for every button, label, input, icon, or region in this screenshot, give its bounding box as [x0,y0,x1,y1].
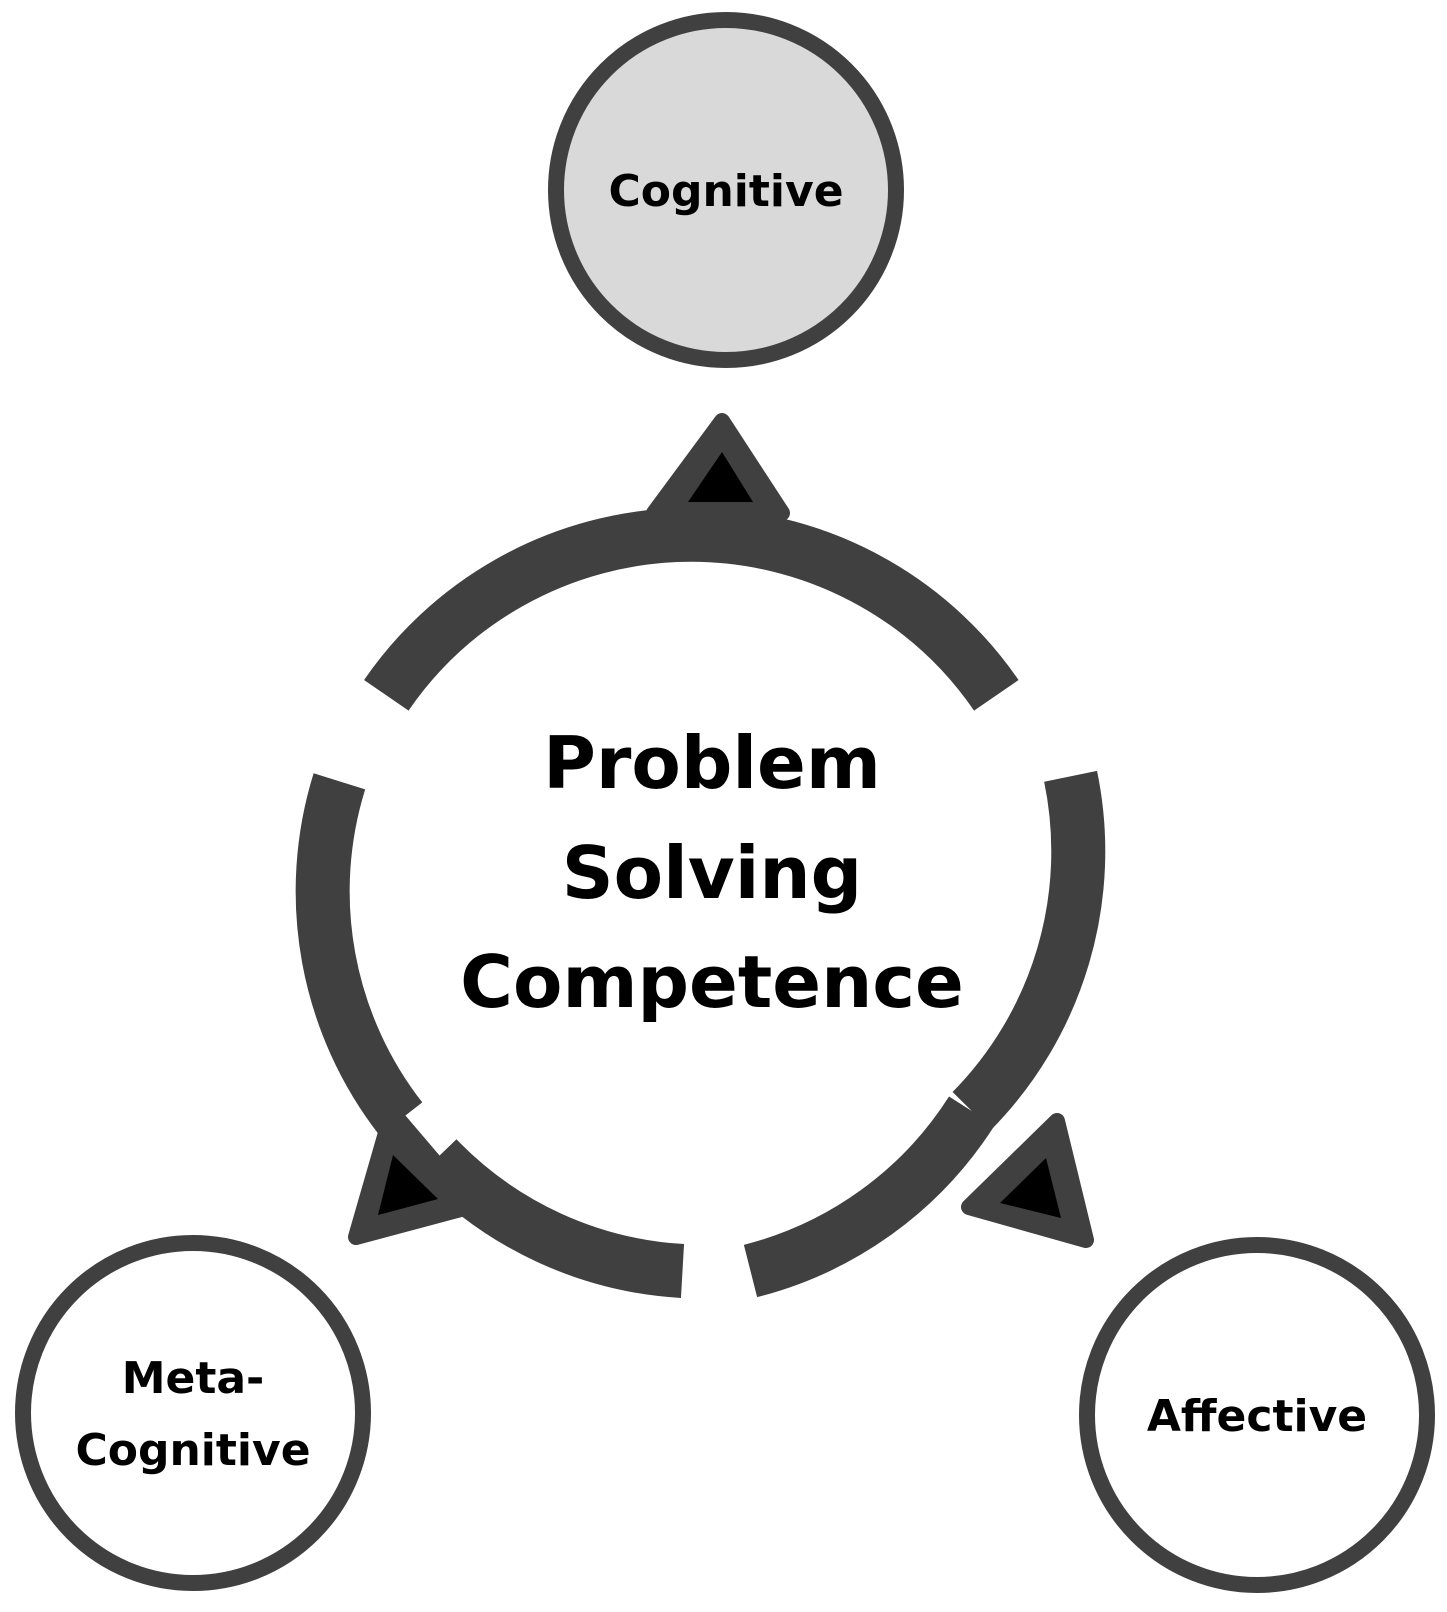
center-label: Problem Solving Competence [460,721,964,1024]
affective-label: Affective [1147,1391,1367,1442]
arrowheads [348,413,1094,1248]
central-ring [295,507,1106,1298]
cognitive-circle [548,12,904,368]
center-line-3: Competence [460,940,964,1024]
arrow-to-affective [961,1113,1094,1248]
metacognitive-line-1: Meta- [122,1353,265,1404]
affective-node: Affective [1079,1237,1435,1593]
ring-segment-top [364,507,1019,711]
ring-segment-bottom-right [743,1096,995,1298]
ring-segment-right [952,770,1106,1130]
arrow-to-metacognitive [348,1104,480,1245]
center-line-2: Solving [562,831,862,915]
center-line-1: Problem [543,721,881,805]
affective-circle [1079,1237,1435,1593]
metacognitive-circle [15,1235,371,1591]
arrow-to-cognitive [646,413,790,521]
cognitive-node: Cognitive [548,12,904,368]
ring-segment-bottom-left [417,1139,685,1298]
ring-segment-left [295,773,423,1136]
metacognitive-node: Meta- Cognitive [15,1235,371,1591]
metacognitive-line-2: Cognitive [75,1425,310,1476]
cognitive-label: Cognitive [608,166,843,217]
